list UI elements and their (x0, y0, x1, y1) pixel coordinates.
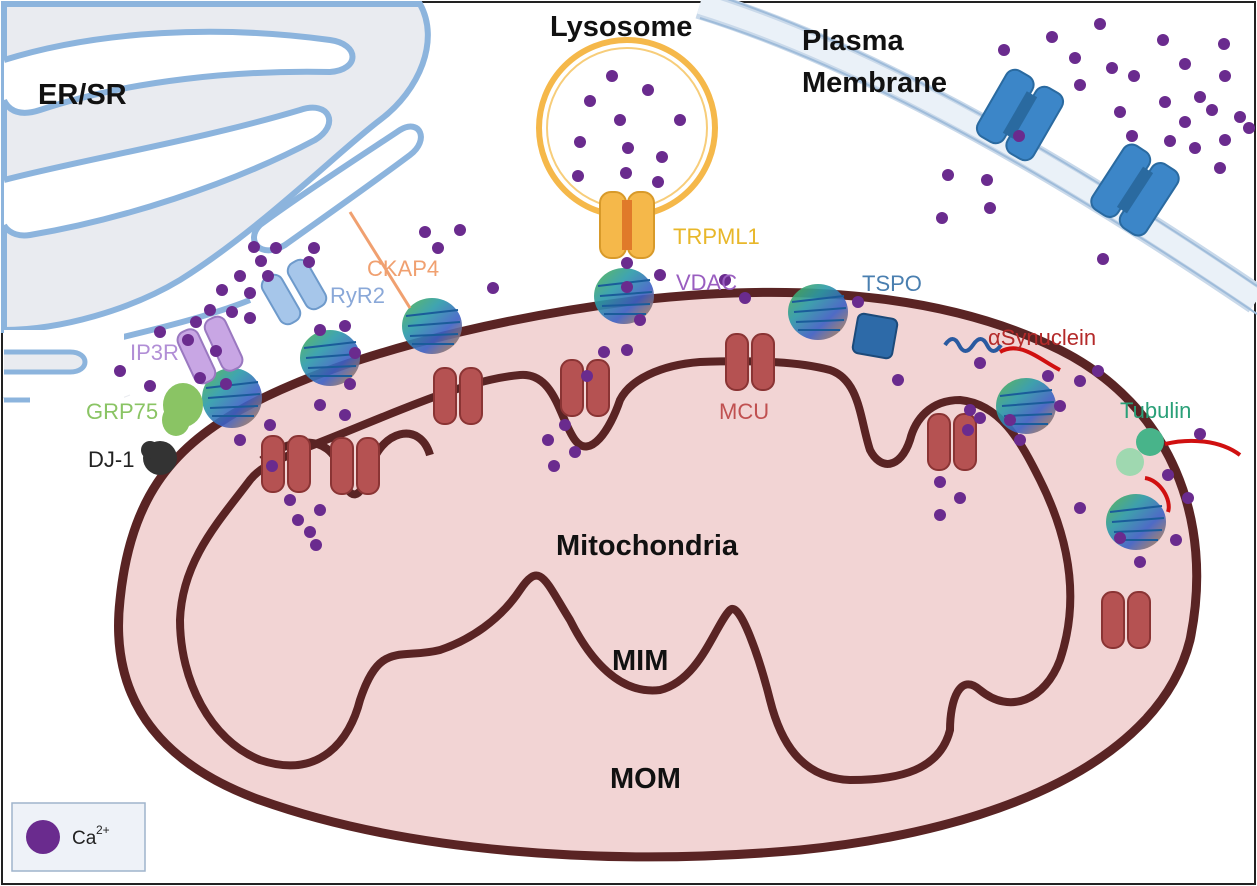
mitochondria-label: Mitochondria (556, 530, 739, 562)
calcium-ions (114, 18, 1255, 568)
grp75-protein (162, 383, 203, 436)
legend-ca-label: Ca (72, 828, 97, 849)
trpml1-label: TRPML1 (673, 224, 760, 249)
tspo-label: TSPO (862, 271, 922, 296)
er-label: ER/SR (38, 79, 127, 111)
asynuclein-label: αSynuclein (988, 325, 1096, 350)
vdac-label: VDAC (676, 270, 737, 295)
tubulin-label: Tubulin (1120, 398, 1191, 423)
dj1-label: DJ-1 (88, 447, 134, 472)
ryr2-label: RyR2 (330, 283, 385, 308)
mcu-channel (261, 333, 1151, 649)
ckap4-label: CKAP4 (367, 256, 439, 281)
lysosome-label: Lysosome (550, 11, 692, 43)
vdac-protein (202, 268, 1166, 550)
ip3r-label: IP3R (130, 340, 179, 365)
plasma-membrane (695, 0, 1257, 315)
mim-label: MIM (612, 645, 668, 677)
legend-ca-superscript: 2+ (96, 823, 110, 837)
calcium-legend-swatch (26, 820, 60, 854)
legend: Ca 2+ (11, 802, 146, 872)
plasma-channel (975, 68, 1065, 162)
ckap4-protein (348, 211, 412, 309)
tspo-protein (851, 312, 899, 360)
trpml1-channel (599, 191, 655, 259)
ryr2-channel (260, 258, 328, 326)
dj1-protein (141, 441, 177, 475)
plasma-membrane-label-1: Plasma (802, 25, 904, 57)
mcu-label: MCU (719, 399, 769, 424)
lysosome (536, 37, 718, 219)
plasma-membrane-label-2: Membrane (802, 67, 947, 99)
tubulin-protein (1116, 428, 1242, 513)
grp75-label: GRP75 (86, 399, 158, 424)
mom-label: MOM (610, 763, 681, 795)
plasma-channel (1090, 143, 1180, 237)
asynuclein-protein (943, 337, 1061, 372)
